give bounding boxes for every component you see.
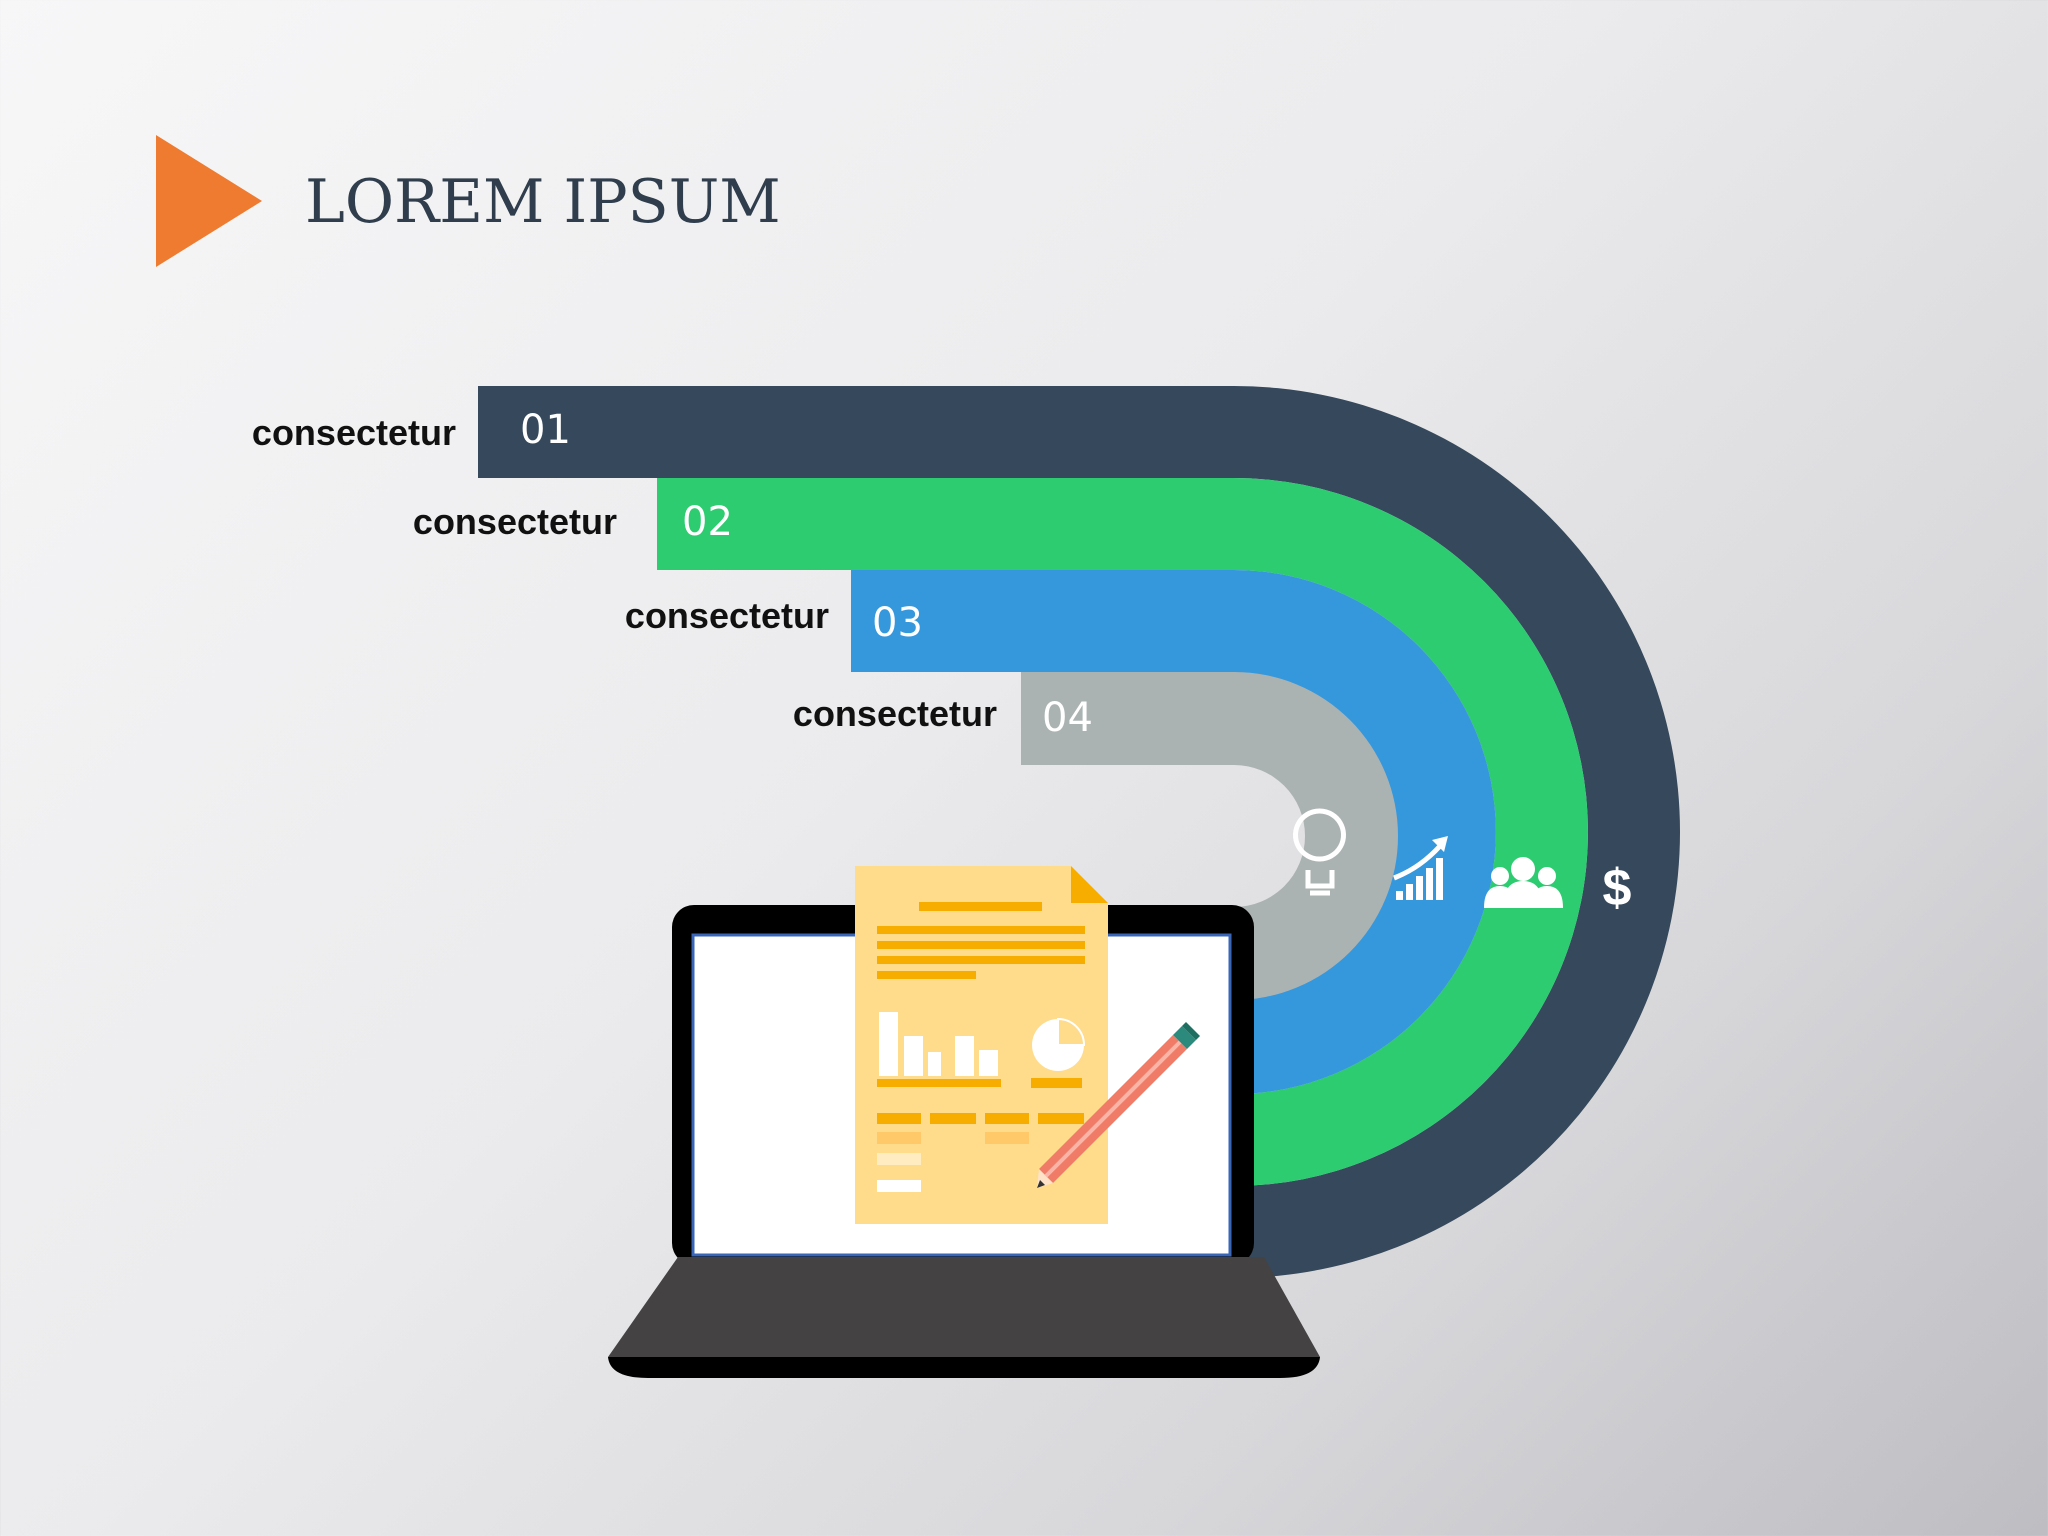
laptop-bottom-edge bbox=[608, 1357, 1320, 1378]
band-number-04: 04 bbox=[1042, 695, 1093, 741]
band-number-03: 03 bbox=[872, 600, 923, 646]
band-number-02: 02 bbox=[682, 499, 733, 545]
report-document-icon bbox=[855, 866, 1108, 1224]
band-number-01: 01 bbox=[520, 407, 571, 453]
page-title: LOREM IPSUM bbox=[305, 167, 781, 237]
dollar-icon: $ bbox=[1603, 859, 1632, 917]
laptop-keyboard-base bbox=[608, 1257, 1320, 1357]
play-triangle-icon bbox=[156, 135, 262, 267]
band-label-03: consectetur bbox=[625, 595, 829, 636]
band-label-01: consectetur bbox=[252, 412, 456, 453]
band-label-04: consectetur bbox=[793, 693, 997, 734]
band-label-02: consectetur bbox=[413, 501, 617, 542]
